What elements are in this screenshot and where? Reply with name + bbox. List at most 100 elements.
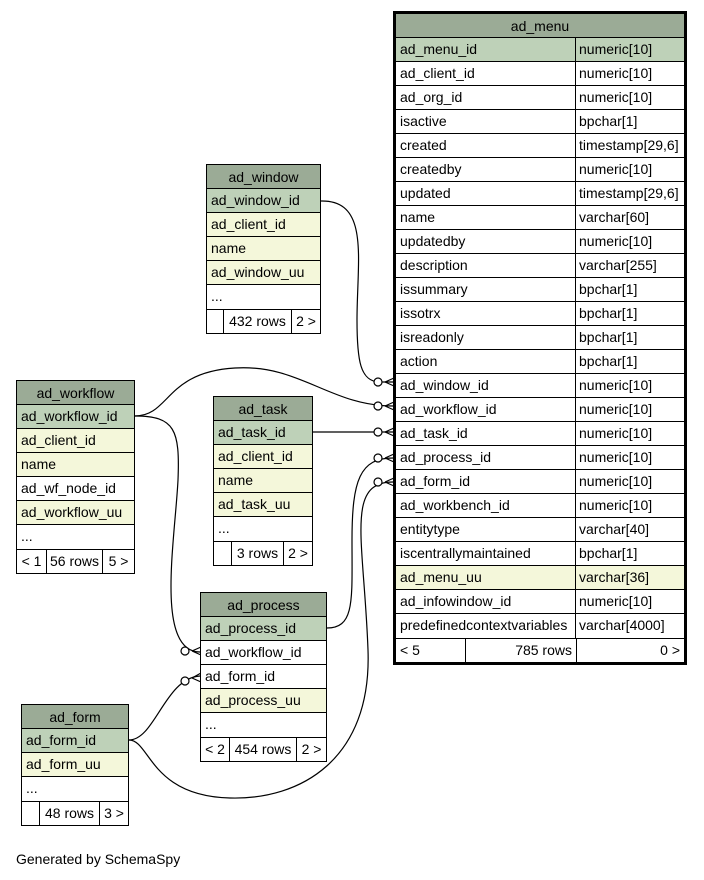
- footer-next-link[interactable]: 2 >: [296, 313, 316, 329]
- footer-prev-link[interactable]: [22, 802, 40, 825]
- column-type: numeric[10]: [579, 497, 653, 513]
- column-row[interactable]: name: [17, 453, 134, 477]
- column-row[interactable]: ...: [22, 777, 128, 801]
- footer-prev-link[interactable]: < 1: [17, 550, 47, 573]
- column-row[interactable]: ...: [207, 285, 320, 309]
- column-row[interactable]: ad_process_id: [201, 617, 326, 641]
- column-type: bpchar[1]: [579, 113, 638, 129]
- column-row[interactable]: ad_workflow_uu: [17, 501, 134, 525]
- column-row[interactable]: name: [214, 469, 312, 493]
- column-name: updated: [396, 182, 576, 205]
- column-row[interactable]: ad_workflow_id: [201, 641, 326, 665]
- column-name: ad_workflow_uu: [21, 504, 123, 520]
- column-row[interactable]: ad_client_id: [17, 429, 134, 453]
- column-row[interactable]: name: [207, 237, 320, 261]
- column-row[interactable]: ad_window_uu: [207, 261, 320, 285]
- column-name: name: [218, 472, 254, 488]
- column-name: ad_process_id: [396, 446, 576, 469]
- column-name: ad_process_uu: [205, 692, 301, 708]
- column-row[interactable]: ad_window_id: [207, 189, 320, 213]
- column-name: ad_workflow_id: [396, 398, 576, 421]
- table-ad-task-title[interactable]: ad_task: [214, 397, 312, 421]
- column-name: createdby: [396, 158, 576, 181]
- table-ad-menu-footer: < 5 785 rows 0 >: [396, 638, 684, 662]
- column-row[interactable]: ...: [201, 713, 326, 737]
- footer-next-link[interactable]: 2 >: [288, 545, 308, 561]
- table-ad-workflow-title[interactable]: ad_workflow: [17, 381, 134, 405]
- column-name: ad_workflow_id: [205, 644, 302, 660]
- column-row[interactable]: ad_form_id: [201, 665, 326, 689]
- table-ad-menu-title[interactable]: ad_menu: [396, 14, 684, 38]
- column-type: bpchar[1]: [579, 305, 638, 321]
- column-row[interactable]: ad_client_id: [207, 213, 320, 237]
- column-name: ad_wf_node_id: [21, 480, 116, 496]
- edge-process-menu: [326, 457, 394, 629]
- table-ad-window-title[interactable]: ad_window: [207, 165, 320, 189]
- footer-next-link[interactable]: 3 >: [104, 805, 124, 821]
- column-row[interactable]: ad_task_uu: [214, 493, 312, 517]
- column-row[interactable]: ad_task_id: [214, 421, 312, 445]
- column-type: numeric[10]: [579, 233, 653, 249]
- table-ad-form-title[interactable]: ad_form: [22, 705, 128, 729]
- footer-prev-link[interactable]: < 5: [396, 639, 466, 662]
- table-ad-process-title[interactable]: ad_process: [201, 593, 326, 617]
- column-row[interactable]: ad_form_uu: [22, 753, 128, 777]
- column-name: ad_form_id: [26, 732, 97, 748]
- column-row[interactable]: ad_wf_node_id: [17, 477, 134, 501]
- column-name: name: [21, 456, 57, 472]
- column-name: issummary: [396, 278, 576, 301]
- column-row[interactable]: ad_process_uu: [201, 689, 326, 713]
- column-type: varchar[36]: [579, 569, 650, 585]
- footer-prev-link[interactable]: [207, 310, 224, 333]
- column-name: ...: [211, 288, 223, 304]
- footer-next-link[interactable]: 5 >: [108, 553, 129, 569]
- column-row[interactable]: ...: [17, 525, 134, 549]
- column-name: description: [396, 254, 576, 277]
- column-row[interactable]: ad_form_id: [22, 729, 128, 753]
- column-name: ad_workflow_id: [21, 408, 118, 424]
- column-type: numeric[10]: [579, 473, 653, 489]
- column-row[interactable]: ad_workflow_id: [17, 405, 134, 429]
- column-row[interactable]: ad_client_id: [214, 445, 312, 469]
- footer-prev-link[interactable]: < 2: [201, 738, 230, 761]
- footer-next-link[interactable]: 2 >: [301, 741, 322, 757]
- column-row[interactable]: ...: [214, 517, 312, 541]
- column-type: bpchar[1]: [579, 353, 638, 369]
- edge-form-menu: [128, 481, 394, 799]
- footer-prev-link[interactable]: [214, 542, 232, 565]
- column-type: numeric[10]: [579, 593, 653, 609]
- generated-by-caption: Generated by SchemaSpy: [16, 851, 181, 867]
- footer-next-link[interactable]: 0 >: [660, 642, 680, 658]
